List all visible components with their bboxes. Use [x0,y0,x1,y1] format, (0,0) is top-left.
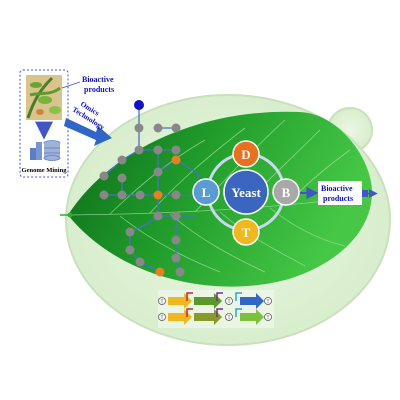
hub-node-t-label: T [242,225,251,240]
promoter-6 [235,308,242,317]
terminator-tag [225,313,233,321]
hub-node-l-label: L [202,185,211,200]
terminator-tag-label: T [227,300,230,306]
gene-arrow-lime [240,309,264,325]
export-transporter-icon [362,189,378,198]
gene-arrow-olive [194,309,222,325]
omics-arrow [64,118,112,146]
bioactive-output-label: Bioactive products [321,184,355,203]
bioactive-output-box [318,181,362,205]
hub: Yeast D B T L [192,140,300,246]
terminator-tag-label: T [266,316,269,322]
gene-arrow-yellow [168,309,192,325]
terminator-tag [264,297,272,305]
gene-cassettes: T T T T T T [158,290,274,328]
promoter-1 [186,292,193,301]
promoter-5 [216,308,223,317]
bioactive-top-label: Bioactive products [82,75,116,94]
hub-node-b-label: B [282,185,291,200]
genome-mining-label: Genome Mining [22,167,68,174]
terminator-tag-label: T [227,316,230,322]
promoter-2 [216,292,223,301]
terminator-tag [264,313,272,321]
leaf [68,111,372,287]
promoter-3 [235,292,242,301]
hub-node-d-label: D [241,147,250,162]
hub-center-label: Yeast [231,185,261,200]
hub-node-d [232,140,260,168]
terminator-tag [158,297,166,305]
database-icon [30,140,61,161]
hub-center-node [223,169,269,215]
gene-arrow-green [194,293,222,309]
pathway-nodes [99,100,185,277]
hub-node-t [232,218,260,246]
terminator-tag [225,297,233,305]
terminator-tag-label: T [266,300,269,306]
bioactive-pointer-line [61,81,81,89]
terminator-tag [158,313,166,321]
hub-node-b [272,178,300,206]
plant-photo-icon [26,75,62,120]
gene-arrow-blue [240,293,264,309]
hub-node-l [192,178,220,206]
gene-arrow-yellow [168,293,192,309]
promoter-4 [186,308,193,317]
terminator-tag-label: T [160,316,163,322]
terminator-tag-label: T [160,300,163,306]
